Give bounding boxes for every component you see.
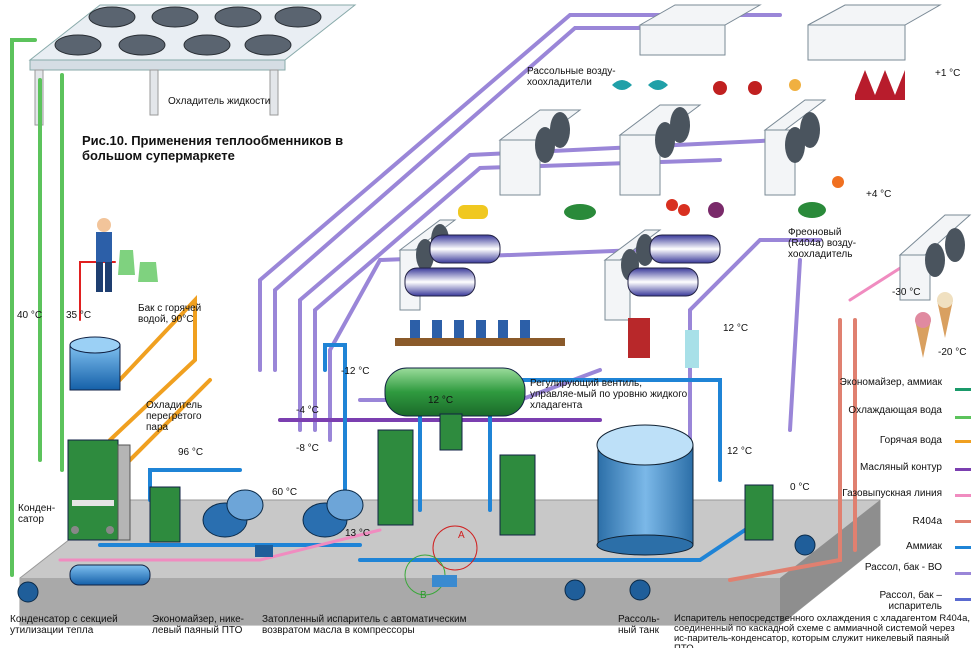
legend-item-oil-loop: Масляный контур bbox=[859, 462, 942, 473]
legend-swatch-hot-water bbox=[955, 440, 971, 443]
freon-air-cooler-label: Фреоновый (R404a) возду-хоохладитель bbox=[788, 227, 857, 260]
air-cooler-fans bbox=[416, 107, 965, 281]
temp-plus4: +4 °C bbox=[866, 189, 892, 200]
temp-0: 0 °C bbox=[790, 482, 810, 493]
worker-figure bbox=[96, 218, 158, 292]
condenser-heat-recovery-label: Конденсатор с секцией утилизации тепла bbox=[10, 614, 118, 636]
temp-12-right: 12 °C bbox=[727, 446, 753, 457]
condenser-label: Конден-сатор bbox=[18, 503, 56, 525]
temp-minus8: -8 °C bbox=[296, 443, 319, 454]
legend-item-hot-water: Горячая вода bbox=[879, 435, 942, 446]
compressors bbox=[202, 489, 364, 557]
point-a-label: A bbox=[458, 530, 465, 541]
brine-tank-label: Рассоль-ный танк bbox=[618, 614, 660, 636]
point-b-label: B bbox=[420, 590, 427, 601]
legend-item-brine-tank-ao: Рассол, бак - ВО bbox=[864, 562, 942, 573]
flooded-evaporators bbox=[377, 429, 536, 536]
condenser-plate-hx bbox=[67, 439, 131, 541]
legend-item-ammonia: Аммиак bbox=[906, 541, 942, 552]
display-drums bbox=[404, 234, 721, 297]
legend-item-economizer: Экономайзер, аммиак bbox=[839, 377, 942, 388]
economizer-hx bbox=[149, 484, 774, 543]
hot-water-tank-label: Бак с горячей водой, 90°C bbox=[138, 303, 202, 325]
liquid-cooler-label: Охладитель жидкости bbox=[168, 96, 271, 107]
temp-96: 96 °C bbox=[178, 447, 204, 458]
temp-35: 35 °C bbox=[66, 310, 92, 321]
separator-tank bbox=[384, 367, 526, 451]
point-markers bbox=[404, 525, 478, 596]
legend-item-r404a: R404a bbox=[912, 516, 942, 527]
superheat-cooler-label: Охладитель перегретого пара bbox=[146, 400, 203, 433]
temp-minus20: -20 °C bbox=[938, 347, 967, 358]
legend-item-brine-tank-evap: Рассол, бак – испаритель bbox=[879, 590, 942, 612]
receiver-vessel bbox=[69, 564, 151, 586]
temp-12-tank: 12 °C bbox=[428, 395, 454, 406]
temp-40: 40 °C bbox=[17, 310, 43, 321]
legend-swatch-gas-discharge bbox=[955, 494, 971, 497]
legend-item-cooling-water: Охлаждающая вода bbox=[848, 405, 942, 416]
brine-tank-vessel bbox=[596, 424, 694, 556]
legend-swatch-economizer bbox=[955, 388, 971, 391]
legend-swatch-cooling-water bbox=[955, 416, 971, 419]
legend-swatch-brine-tank-evap bbox=[955, 598, 971, 601]
legend-item-gas-discharge: Газовыпускная линия bbox=[842, 488, 942, 499]
legend-swatch-oil-loop bbox=[955, 468, 971, 471]
direct-evaporator-label: Испаритель непосредственного охлаждения … bbox=[674, 613, 971, 648]
pumps bbox=[17, 534, 816, 603]
temp-13: 13 °C bbox=[345, 528, 371, 539]
temp-12-people: 12 °C bbox=[723, 323, 749, 334]
regulating-valve-label: Регулирующий вентиль, управляе-мый по ур… bbox=[530, 378, 688, 411]
page-title: Рис.10. Применения теплообменников в бол… bbox=[82, 133, 344, 163]
legend-swatch-r404a bbox=[955, 520, 971, 523]
legend-swatch-ammonia bbox=[955, 546, 971, 549]
hot-water-tank bbox=[69, 336, 121, 391]
liquid-cooler-unit bbox=[28, 4, 357, 126]
produce-icons bbox=[458, 70, 953, 358]
brine-air-coolers-label: Рассольные возду-хоохладители bbox=[527, 66, 616, 88]
temp-plus1: +1 °C bbox=[935, 68, 961, 79]
economizer-nickel-label: Экономайзер, нике-левый паяный ПТО bbox=[152, 614, 244, 636]
temp-60: 60 °C bbox=[272, 487, 298, 498]
staff-row bbox=[395, 318, 699, 368]
flooded-evaporator-label: Затопленный испаритель с автоматическим … bbox=[262, 614, 467, 636]
pipe-network bbox=[10, 13, 907, 582]
temp-minus12: -12 °C bbox=[341, 366, 370, 377]
temp-minus30: -30 °C bbox=[892, 287, 921, 298]
legend-swatch-brine-tank-ao bbox=[955, 572, 971, 575]
temp-minus4: -4 °C bbox=[296, 405, 319, 416]
